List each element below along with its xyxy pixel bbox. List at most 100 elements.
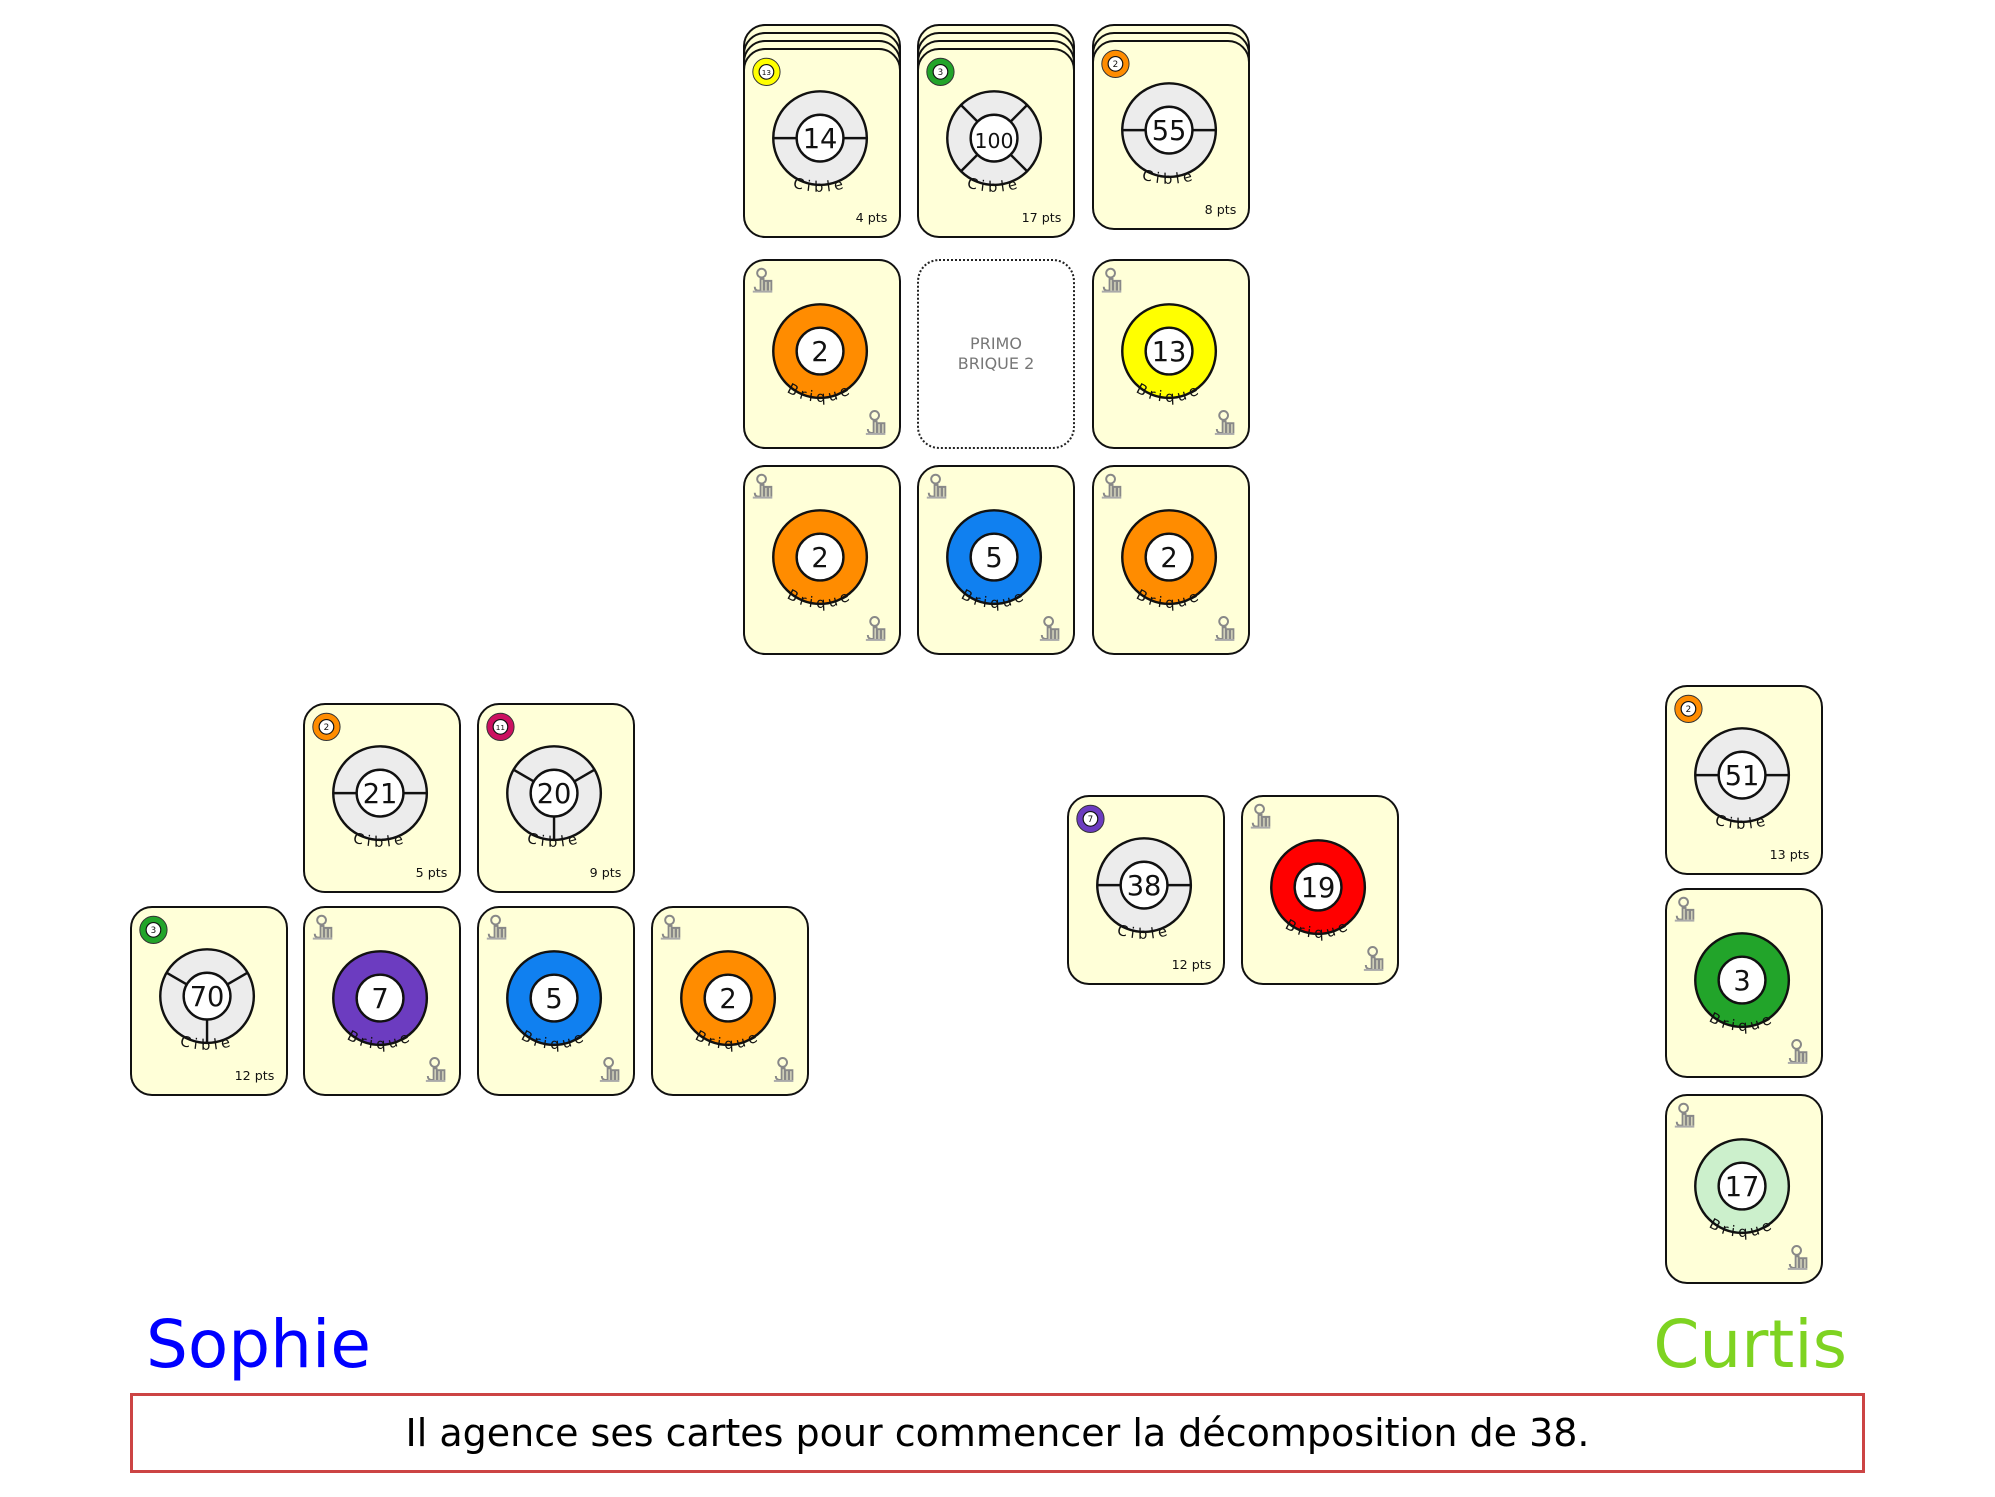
target-label: Cible xyxy=(525,830,582,851)
brick-center xyxy=(1144,326,1194,376)
empty-card-slot[interactable]: PRIMO BRIQUE 2 xyxy=(917,259,1075,449)
publisher-logo-icon xyxy=(1101,267,1122,293)
publisher-logo-icon xyxy=(1214,410,1235,435)
target-divider xyxy=(512,768,535,783)
badge-value: 13 xyxy=(762,68,772,77)
publisher-logo-icon xyxy=(1101,473,1122,499)
publisher-logo-icon xyxy=(1787,1245,1808,1270)
status-message: Il agence ses cartes pour commencer la d… xyxy=(130,1393,1865,1473)
publisher-logo-icon xyxy=(1039,616,1060,641)
target-divider xyxy=(573,768,596,783)
player-name-curtis: Curtis xyxy=(1653,1306,1847,1383)
target-divider xyxy=(1009,104,1028,123)
badge-value: 3 xyxy=(151,926,157,936)
publisher-logo-icon xyxy=(1363,946,1384,971)
publisher-logo-icon xyxy=(312,914,333,940)
target-divider xyxy=(960,153,979,173)
badge-value: 3 xyxy=(938,68,944,78)
publisher-logo-icon xyxy=(1214,616,1235,641)
brick-value: 2 xyxy=(1160,543,1177,574)
brick-center xyxy=(703,973,753,1023)
target-label: Cible xyxy=(1713,812,1770,833)
brick-center xyxy=(355,973,405,1023)
publisher-logo-icon xyxy=(926,473,947,499)
publisher-logo-icon xyxy=(660,914,681,940)
target-value: 20 xyxy=(537,779,572,810)
target-value: 55 xyxy=(1152,116,1187,147)
brick-center xyxy=(969,532,1019,582)
target-value: 51 xyxy=(1725,761,1760,792)
publisher-logo-icon xyxy=(865,410,886,435)
target-divider xyxy=(165,971,188,986)
target-points: 13 pts xyxy=(1770,847,1810,862)
publisher-logo-icon xyxy=(773,1057,794,1082)
publisher-logo-icon xyxy=(1674,1102,1695,1128)
target-divider xyxy=(226,971,249,986)
target-value: 21 xyxy=(363,779,398,810)
target-points: 9 pts xyxy=(590,865,622,880)
brick-value: 2 xyxy=(811,543,828,574)
target-points: 17 pts xyxy=(1022,210,1062,225)
target-label: Cible xyxy=(791,175,848,196)
target-points: 4 pts xyxy=(856,210,888,225)
publisher-logo-icon xyxy=(1250,803,1271,829)
publisher-logo-icon xyxy=(425,1057,446,1082)
badge-value: 11 xyxy=(496,723,505,732)
target-points: 5 pts xyxy=(416,865,448,880)
target-divider xyxy=(1009,153,1028,173)
brick-center xyxy=(1717,955,1767,1005)
target-label: Cible xyxy=(1140,167,1197,188)
brick-value: 2 xyxy=(719,984,736,1015)
brick-center xyxy=(1717,1161,1767,1211)
brick-center xyxy=(1293,862,1343,912)
target-value: 14 xyxy=(803,124,838,155)
target-label: Cible xyxy=(351,830,408,851)
brick-value: 3 xyxy=(1733,966,1750,997)
brick-center xyxy=(1144,532,1194,582)
badge-value: 7 xyxy=(1088,815,1094,825)
publisher-logo-icon xyxy=(599,1057,620,1082)
target-label: Cible xyxy=(965,175,1022,196)
brick-center xyxy=(795,532,845,582)
brick-value: 13 xyxy=(1152,337,1187,368)
target-value: 100 xyxy=(975,129,1014,153)
brick-value: 19 xyxy=(1301,873,1336,904)
brick-value: 5 xyxy=(985,543,1002,574)
target-points: 12 pts xyxy=(235,1068,275,1083)
target-label: Cible xyxy=(178,1033,235,1054)
placeholder-label-line1: PRIMO xyxy=(970,334,1022,353)
badge-value: 2 xyxy=(1113,60,1119,70)
target-points: 12 pts xyxy=(1172,957,1212,972)
badge-value: 2 xyxy=(324,723,330,733)
target-divider xyxy=(960,104,979,123)
brick-value: 17 xyxy=(1725,1172,1760,1203)
brick-value: 2 xyxy=(811,337,828,368)
publisher-logo-icon xyxy=(865,616,886,641)
publisher-logo-icon xyxy=(1674,896,1695,922)
brick-center xyxy=(529,973,579,1023)
target-points: 8 pts xyxy=(1205,202,1237,217)
publisher-logo-icon xyxy=(1787,1039,1808,1064)
target-value: 38 xyxy=(1127,871,1162,902)
publisher-logo-icon xyxy=(752,267,773,293)
brick-value: 7 xyxy=(371,984,388,1015)
